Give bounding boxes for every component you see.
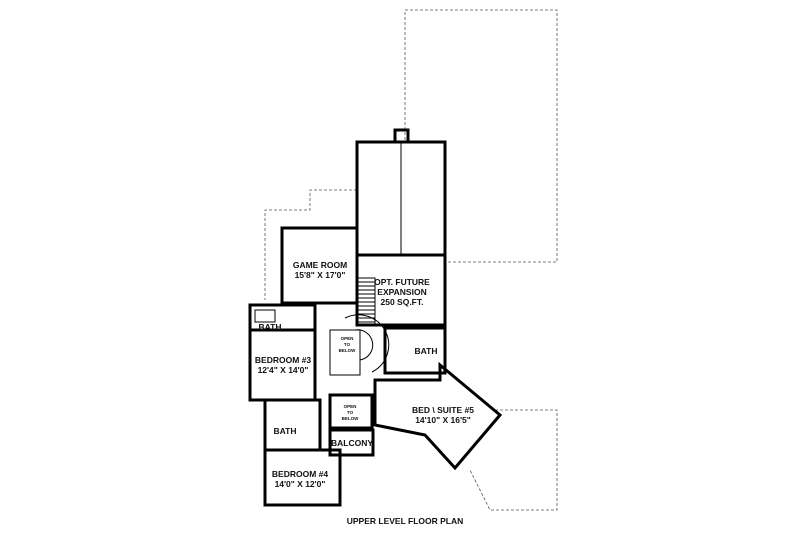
bed-suite-5-room [373, 361, 503, 471]
bath-3-room [263, 398, 322, 452]
expansion-size: 250 SQ.FT. [381, 297, 424, 307]
open-below-2-l1: OPEN [344, 404, 357, 409]
bath-3-label: BATH [274, 426, 297, 436]
open-below-2-l2: TO [347, 410, 354, 415]
balcony-label: BALCONY [331, 438, 373, 448]
balcony-area [328, 428, 375, 457]
bedroom-4-size: 14'0" X 12'0" [275, 479, 326, 489]
open-below-1-l2: TO [344, 342, 351, 347]
game-room-size: 15'8" X 17'0" [295, 270, 346, 280]
bed-suite-5-label: BED \ SUITE #5 [412, 405, 474, 415]
open-below-1-l1: OPEN [341, 336, 354, 341]
bath-1-label: BATH [259, 322, 282, 332]
bed-suite-5-size: 14'10" X 16'5" [415, 415, 471, 425]
bath-2-label: BATH [415, 346, 438, 356]
bathtub [254, 309, 276, 323]
chimney [393, 128, 410, 144]
roof-outline [264, 9, 558, 511]
open-to-below-1-area [329, 329, 361, 376]
expansion-label-2: EXPANSION [377, 287, 426, 297]
bedroom-4-label: BEDROOM #4 [272, 469, 328, 479]
game-room-label: GAME ROOM [293, 260, 347, 270]
bedroom-3-size: 12'4" X 14'0" [258, 365, 309, 375]
bedroom-3-label: BEDROOM #3 [255, 355, 311, 365]
staircase [344, 277, 390, 373]
plan-title: UPPER LEVEL FLOOR PLAN [347, 516, 464, 526]
attic-area [355, 140, 447, 257]
open-to-below-2-area [328, 393, 374, 430]
bath-2-room [383, 326, 447, 375]
open-below-1-l3: BELOW [339, 348, 357, 353]
expansion-label-1: OPT. FUTURE [374, 277, 430, 287]
bedroom-4-room [263, 448, 342, 507]
open-below-2-l3: BELOW [342, 416, 360, 421]
